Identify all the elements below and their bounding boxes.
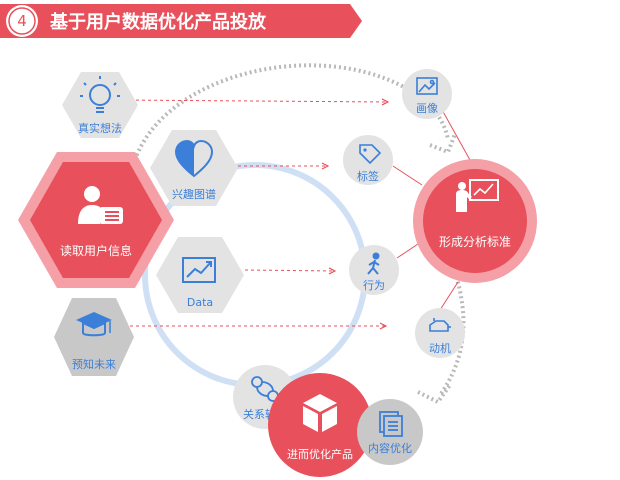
- node-content: 内容优化: [357, 399, 423, 465]
- box-icon: [303, 394, 337, 432]
- step-number: 4: [17, 12, 27, 30]
- page-title: 基于用户数据优化产品投放: [49, 11, 267, 33]
- picture-icon: [416, 77, 438, 95]
- arrow-data-to-behavior: [244, 270, 335, 271]
- presenter-board-icon: [456, 179, 499, 212]
- growth-chart-icon: [182, 257, 216, 283]
- motor-icon: [429, 318, 451, 332]
- hex-truth: 真实想法: [62, 72, 138, 138]
- step-badge: [6, 5, 38, 37]
- arrowhead-right: [417, 383, 452, 405]
- label-image: 画像: [416, 102, 438, 115]
- hex-read-user: 读取用户信息: [18, 152, 174, 288]
- hub-optimize: 进而优化产品: [268, 373, 372, 477]
- hex-predict: 预知未来: [54, 298, 134, 376]
- documents-icon: [379, 411, 403, 437]
- label-standard: 形成分析标准: [439, 235, 511, 249]
- arrow-truth-to-image: [117, 100, 388, 102]
- label-truth: 真实想法: [78, 121, 122, 135]
- label-optimize: 进而优化产品: [287, 447, 353, 461]
- arrowhead-top: [429, 133, 457, 155]
- label-behavior: 行为: [363, 279, 385, 292]
- label-content: 内容优化: [368, 441, 412, 455]
- node-tag: 标签: [343, 135, 393, 185]
- label-motive: 动机: [429, 341, 451, 355]
- tag-icon: [359, 144, 382, 165]
- label-interest: 兴趣图谱: [172, 187, 216, 201]
- label-predict: 预知未来: [72, 357, 116, 371]
- lightbulb-icon: [80, 76, 120, 113]
- node-image: 画像: [402, 69, 452, 119]
- hex-interest: 兴趣图谱: [150, 130, 238, 206]
- header-ribbon: [0, 4, 362, 38]
- header-banner: 4 基于用户数据优化产品投放: [0, 4, 362, 38]
- user-card-icon: [78, 186, 123, 224]
- hex-data: Data: [156, 237, 244, 313]
- dotted-arc-right: [438, 271, 466, 397]
- node-motive: 动机: [415, 308, 465, 358]
- graduation-cap-icon: [76, 312, 112, 337]
- label-read-user: 读取用户信息: [60, 243, 132, 258]
- label-data: Data: [187, 296, 213, 309]
- walking-person-icon: [367, 252, 380, 275]
- node-behavior: 行为: [349, 245, 399, 295]
- hub-standard: 形成分析标准: [413, 159, 537, 283]
- label-tag: 标签: [357, 169, 379, 183]
